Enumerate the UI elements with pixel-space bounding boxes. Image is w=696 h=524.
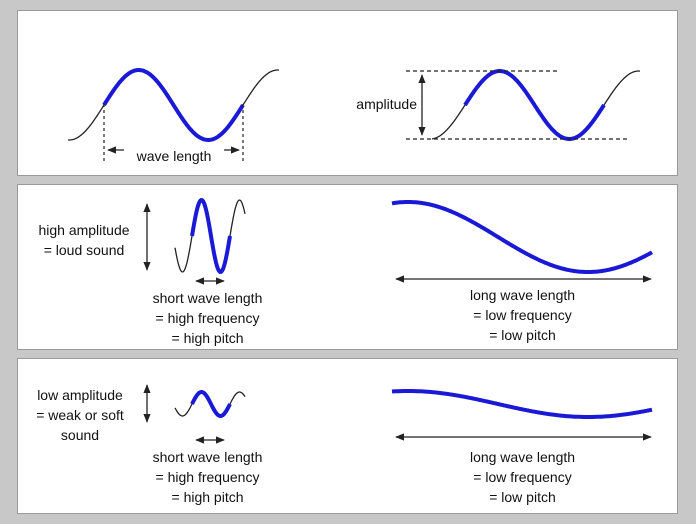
bottom-short-wave-group: [143, 384, 246, 444]
amplitude-label: amplitude: [356, 96, 417, 112]
long-wave-line-1: long wave length: [469, 287, 576, 303]
long-wave-line-3: = low pitch: [489, 327, 556, 343]
long-wave-line: [391, 200, 654, 274]
long-wave-line: [391, 389, 653, 419]
long-wave-line-3: = low pitch: [489, 489, 556, 505]
high-amplitude-label: high amplitude = loud sound: [28, 220, 140, 260]
bottom-long-wave-group: [391, 389, 653, 441]
high-amplitude-panel: [17, 184, 678, 350]
middle-long-wave-group: [391, 200, 654, 283]
short-wave-line-3: = high pitch: [171, 330, 244, 346]
bottom-short-wave-label: short wave length = high frequency = hig…: [130, 447, 285, 507]
high-amplitude-line-1: high amplitude: [38, 222, 130, 238]
wave-length-label: wave length: [124, 146, 224, 166]
high-amplitude-line-2: = loud sound: [43, 242, 125, 258]
top-right-wave-group: [406, 69, 641, 141]
wave-highlight-segment: [463, 69, 606, 141]
middle-short-wave-group: [143, 198, 246, 285]
bottom-long-wave-label: long wave length = low frequency = low p…: [445, 447, 600, 507]
middle-short-wave-label: short wave length = high frequency = hig…: [130, 288, 285, 348]
short-wave-line-3: = high pitch: [171, 489, 244, 505]
short-wave-line-2: = high frequency: [155, 469, 260, 485]
wave-highlight-segment: [102, 68, 245, 142]
short-wave-line-2: = high frequency: [155, 310, 260, 326]
short-wave-line-1: short wave length: [152, 449, 263, 465]
wave-highlight-segment: [190, 198, 232, 274]
low-amplitude-label: low amplitude = weak or soft sound: [24, 385, 136, 445]
short-wave-line-1: short wave length: [152, 290, 263, 306]
long-wave-line-2: = low frequency: [473, 307, 572, 323]
low-amplitude-line-3: sound: [60, 427, 100, 443]
low-amplitude-line-2: = weak or soft: [36, 407, 124, 423]
middle-long-wave-label: long wave length = low frequency = low p…: [445, 285, 600, 345]
wave-highlight-segment: [190, 390, 232, 418]
long-wave-line-2: = low frequency: [473, 469, 572, 485]
low-amplitude-line-1: low amplitude: [37, 387, 123, 403]
long-wave-line-1: long wave length: [469, 449, 576, 465]
